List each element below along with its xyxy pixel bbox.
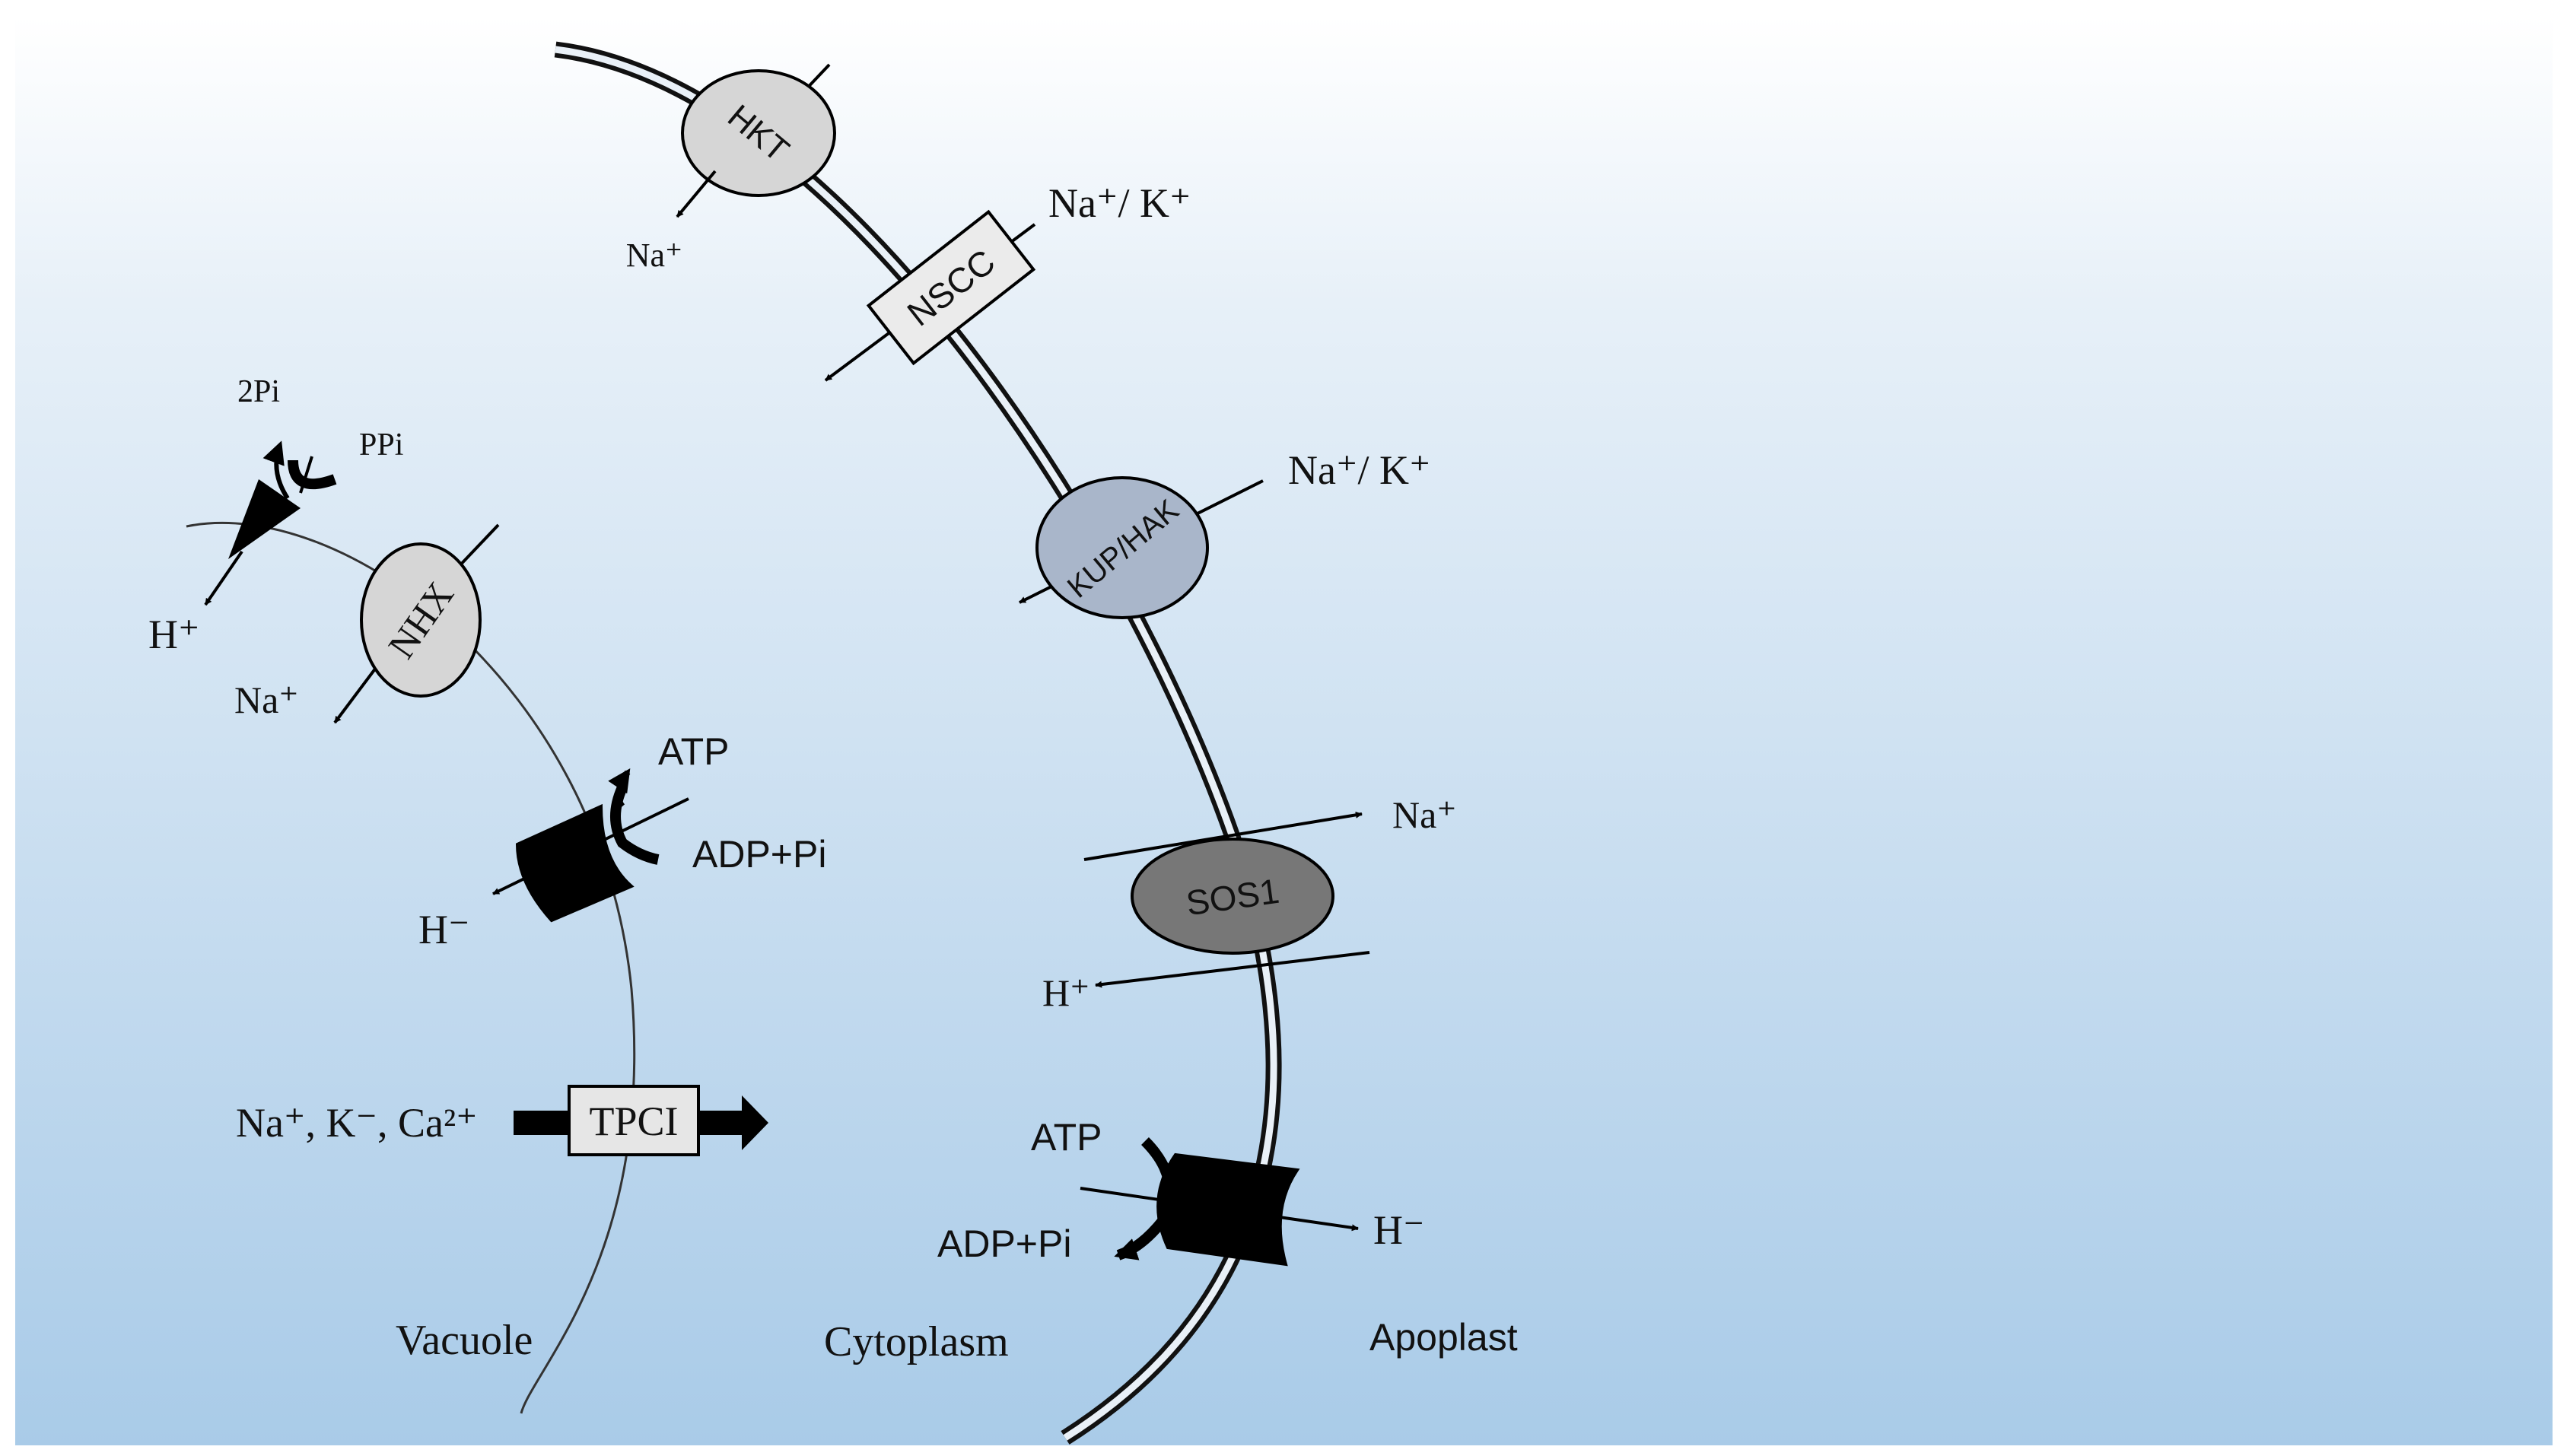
- vatpase-pump-body: [515, 803, 635, 923]
- background-panel: [15, 17, 2553, 1445]
- hkt-na-label: Na⁺: [626, 237, 683, 274]
- atpase-h-label: H⁻: [1373, 1207, 1425, 1253]
- tpc1-ions-label: Na⁺, K⁻, Ca²⁺: [236, 1100, 478, 1146]
- nscc-na-k-label: Na⁺/ K⁺: [1048, 180, 1191, 226]
- vpp-h-label: H⁺: [148, 612, 200, 657]
- tpc1-arrow-head: [742, 1095, 768, 1150]
- sos1-na-label: Na⁺: [1392, 793, 1457, 836]
- tpc1-box: [568, 1085, 700, 1156]
- nhx-antiporter: NHX Na⁺: [234, 523, 500, 724]
- pm-atp-label: ATP: [1031, 1116, 1102, 1159]
- vacuolar-h-atpase: ATP ADP+Pi H⁻: [418, 730, 826, 952]
- vacuole-label: Vacuole: [396, 1317, 533, 1364]
- vacuolar-h-ppase: 2Pi PPi H⁺: [148, 374, 403, 657]
- nhx-na-arrow: [333, 660, 382, 724]
- kup-hak-ellipse: [1035, 476, 1209, 619]
- sos1-ellipse: [1131, 838, 1334, 955]
- nhx-na-label: Na⁺: [234, 679, 299, 721]
- atpase-atp-arrow: [1114, 1137, 1175, 1260]
- atpase-pump-body: [1156, 1152, 1300, 1267]
- vatpase-atp-arrow: [610, 785, 660, 865]
- tpc1-label: TPCI: [589, 1098, 678, 1144]
- vpp-2pi-label: 2Pi: [237, 374, 280, 409]
- kup-na-k-label: Na⁺/ K⁺: [1288, 447, 1430, 493]
- vpp-wedge: [228, 479, 301, 559]
- sos1-h-arrow: [1095, 951, 1370, 988]
- nhx-ellipse: [360, 542, 482, 698]
- nscc-box: [866, 209, 1036, 366]
- vac-adp-label: ADP+Pi: [692, 833, 826, 876]
- vatpase-h-label: H⁻: [418, 907, 470, 952]
- cytoplasm-label: Cytoplasm: [824, 1318, 1009, 1365]
- plasma-membrane-h-atpase: ATP ADP+Pi H⁻: [937, 1116, 1425, 1267]
- hkt-ellipse: [681, 69, 836, 197]
- vpp-h-arrow: [204, 550, 243, 606]
- vpp-2pi-arrow: [262, 440, 290, 500]
- apoplast-label: Apoplast: [1369, 1316, 1518, 1359]
- sos1-h-label: H⁺: [1042, 971, 1090, 1014]
- pm-adp-label: ADP+Pi: [937, 1222, 1071, 1265]
- vpp-ppi-label: PPi: [359, 428, 403, 463]
- sos1-na-arrow: [1083, 811, 1363, 861]
- hkt-na-arrow: [676, 170, 717, 218]
- vatpase-atp-up: [608, 768, 631, 809]
- tpc1-channel: TPCI Na⁺, K⁻, Ca²⁺: [236, 1085, 768, 1156]
- vac-atp-label: ATP: [658, 730, 730, 773]
- kup-hak-transporter: KUP/HAK Na⁺/ K⁺: [1019, 447, 1430, 619]
- sos1-antiporter: SOS1 Na⁺ H⁺: [1042, 793, 1457, 1014]
- hkt-transporter: HKT Na⁺: [626, 63, 836, 274]
- tonoplast-membrane: [186, 522, 636, 1414]
